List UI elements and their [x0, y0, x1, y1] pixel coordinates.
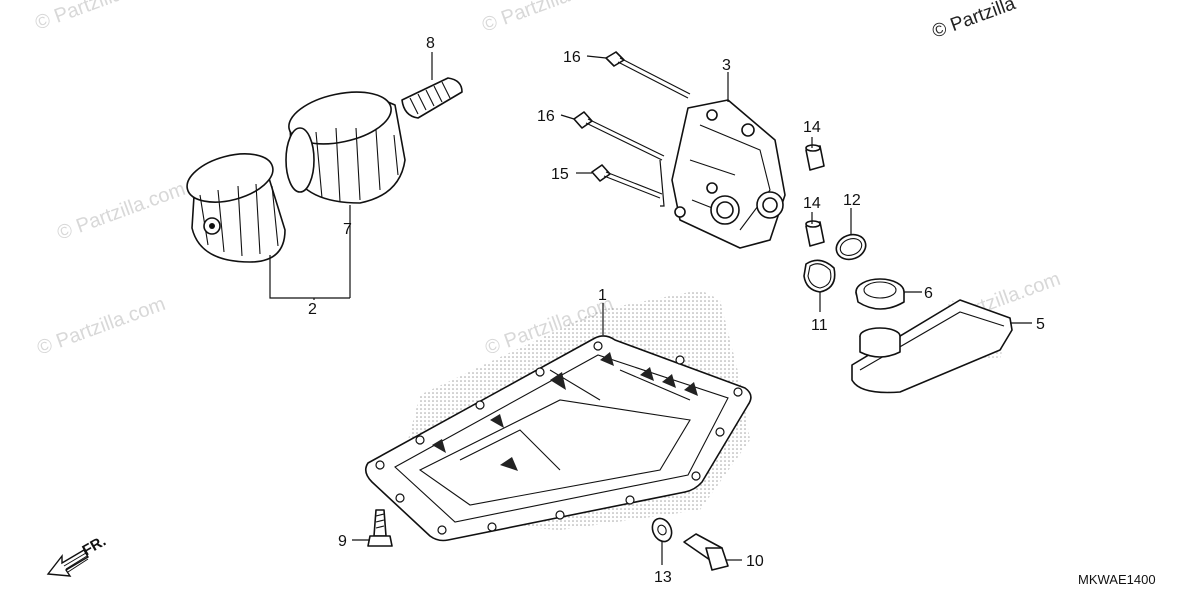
- fitting-part-8[interactable]: [401, 77, 463, 119]
- o-ring-part-12[interactable]: [833, 231, 869, 264]
- callout-5[interactable]: 5: [1036, 316, 1045, 333]
- bolt-part-16-upper[interactable]: [605, 51, 691, 99]
- dowel-pin-part-14-upper[interactable]: [805, 144, 825, 171]
- oil-pan-part-1[interactable]: [364, 290, 752, 542]
- callout-3[interactable]: 3: [722, 57, 731, 74]
- callout-12[interactable]: 12: [843, 192, 861, 209]
- callout-7[interactable]: 7: [343, 221, 352, 238]
- oil-strainer-part-5[interactable]: [851, 299, 1013, 394]
- leader-lines: [269, 52, 1032, 565]
- seal-part-6[interactable]: [855, 278, 905, 310]
- callout-14-lower[interactable]: 14: [803, 195, 821, 212]
- bolt-part-16-lower[interactable]: [573, 111, 665, 161]
- callout-labels: 1 2 3 5 6 7 8 9 10 11 12 13 14 14 15 16 …: [308, 35, 1045, 586]
- watermark: © Partzilla.com: [54, 178, 188, 245]
- front-direction-arrow: FR.: [46, 533, 109, 577]
- oil-filter-part-7[interactable]: [284, 84, 406, 204]
- drain-bolt-part-10[interactable]: [683, 533, 729, 571]
- bolt-part-15[interactable]: [591, 164, 663, 199]
- gasket-part-11[interactable]: [803, 259, 836, 293]
- callout-11[interactable]: 11: [811, 317, 828, 334]
- callout-10[interactable]: 10: [746, 553, 764, 570]
- watermark-top: © Partzilla: [930, 0, 1019, 43]
- callout-14-upper[interactable]: 14: [803, 119, 821, 136]
- diagram-code: MKWAE1400: [1078, 572, 1156, 587]
- oil-filter-part-2[interactable]: [182, 145, 286, 263]
- callout-8[interactable]: 8: [426, 35, 435, 52]
- callout-16-lower[interactable]: 16: [537, 108, 555, 125]
- callout-1[interactable]: 1: [598, 287, 607, 304]
- callout-16-upper[interactable]: 16: [563, 49, 581, 66]
- watermark: © Partzilla.com: [479, 0, 613, 37]
- dowel-pin-part-14-lower[interactable]: [805, 220, 825, 247]
- callout-9[interactable]: 9: [338, 533, 347, 550]
- callout-13[interactable]: 13: [654, 569, 672, 586]
- callout-2[interactable]: 2: [308, 301, 317, 318]
- bolt-part-9[interactable]: [367, 509, 393, 547]
- watermark: © Partzilla.com: [32, 0, 166, 35]
- watermark: © Partzilla.com: [34, 293, 168, 360]
- callout-6[interactable]: 6: [924, 285, 933, 302]
- washer-part-13[interactable]: [649, 515, 675, 544]
- oil-pump-part-3[interactable]: [671, 99, 786, 249]
- callout-15[interactable]: 15: [551, 166, 569, 183]
